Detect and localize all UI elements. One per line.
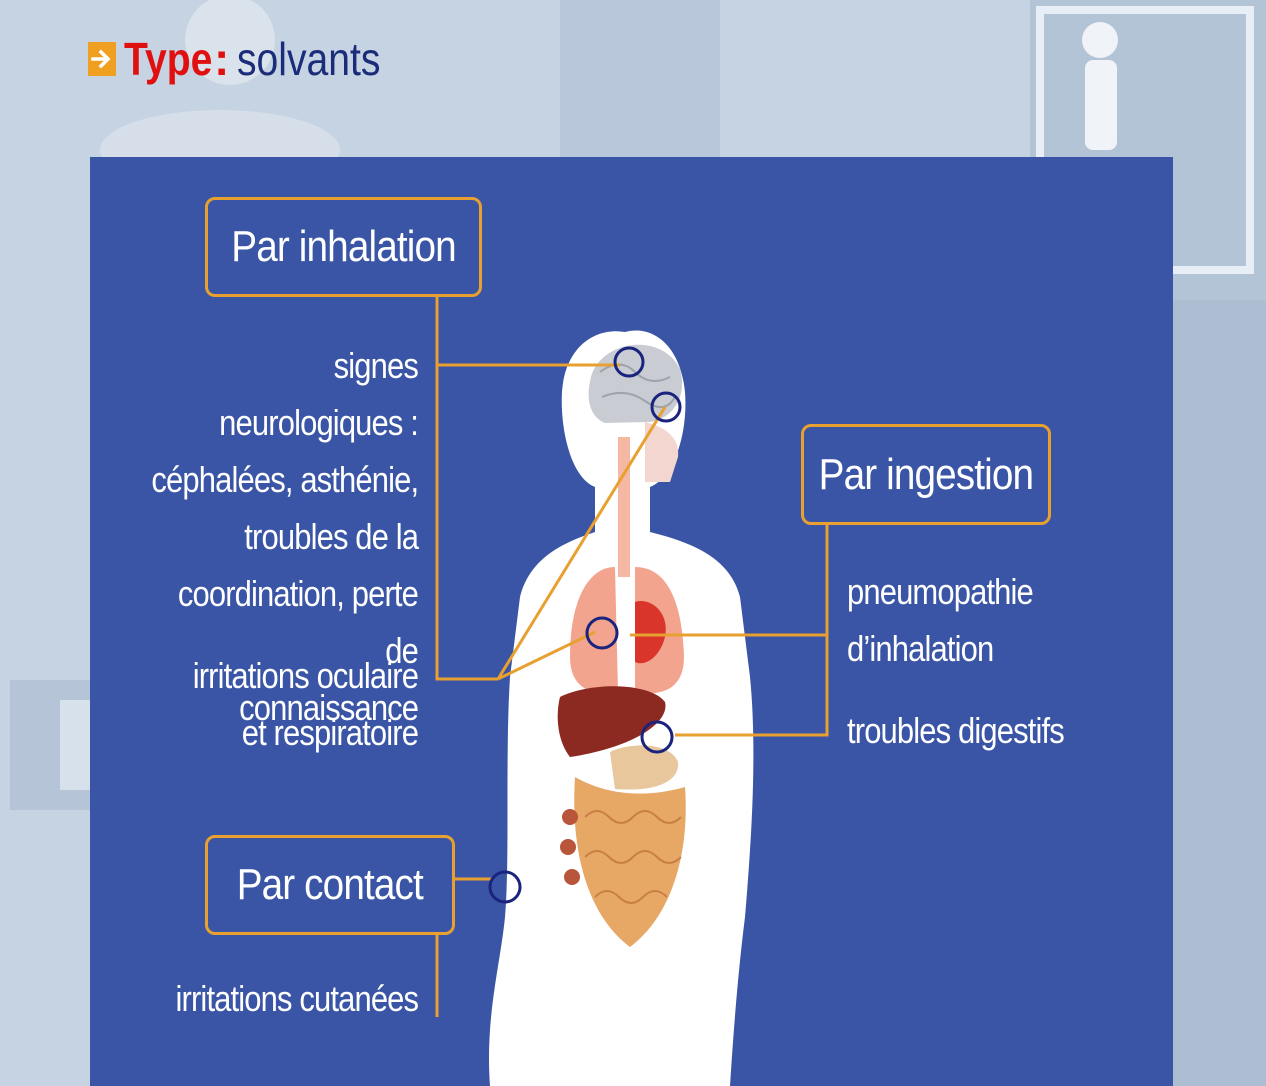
route-inhalation-label: Par inhalation (231, 222, 455, 272)
route-contact-box: Par contact (205, 835, 455, 935)
pneumopathy-text: pneumopathie d’inhalation (847, 563, 1147, 677)
route-contact-label: Par contact (237, 860, 423, 910)
skin-line: irritations cutanées (175, 970, 418, 1027)
title-value: solvants (237, 32, 380, 86)
title-colon: : (214, 32, 229, 86)
digestive-line: troubles digestifs (847, 702, 1064, 759)
neuro-line-1: signes neurologiques : (143, 337, 418, 451)
route-inhalation-box: Par inhalation (205, 197, 482, 297)
route-ingestion-label: Par ingestion (819, 450, 1034, 500)
skin-effects-text: irritations cutanées (98, 970, 418, 1027)
neuro-line-3: troubles de la (244, 508, 418, 565)
exposure-routes-panel: Par inhalation signes neurologiques : cé… (90, 157, 1173, 1086)
neuro-line-2: céphalées, asthénie, (151, 451, 418, 508)
route-ingestion-box: Par ingestion (801, 424, 1051, 525)
slide-title: Type : solvants (88, 32, 406, 86)
digestive-effects-text: troubles digestifs (847, 702, 1147, 759)
irritation-line-2: et respiratoire (242, 704, 418, 761)
arrow-right-icon (88, 42, 116, 76)
pneumopathy-line-2: d’inhalation (847, 620, 993, 677)
irritation-line-1: irritations oculaire (193, 647, 418, 704)
pneumopathy-line-1: pneumopathie (847, 563, 1033, 620)
irritation-effects-text: irritations oculaire et respiratoire (98, 647, 418, 761)
title-label: Type (124, 32, 212, 86)
